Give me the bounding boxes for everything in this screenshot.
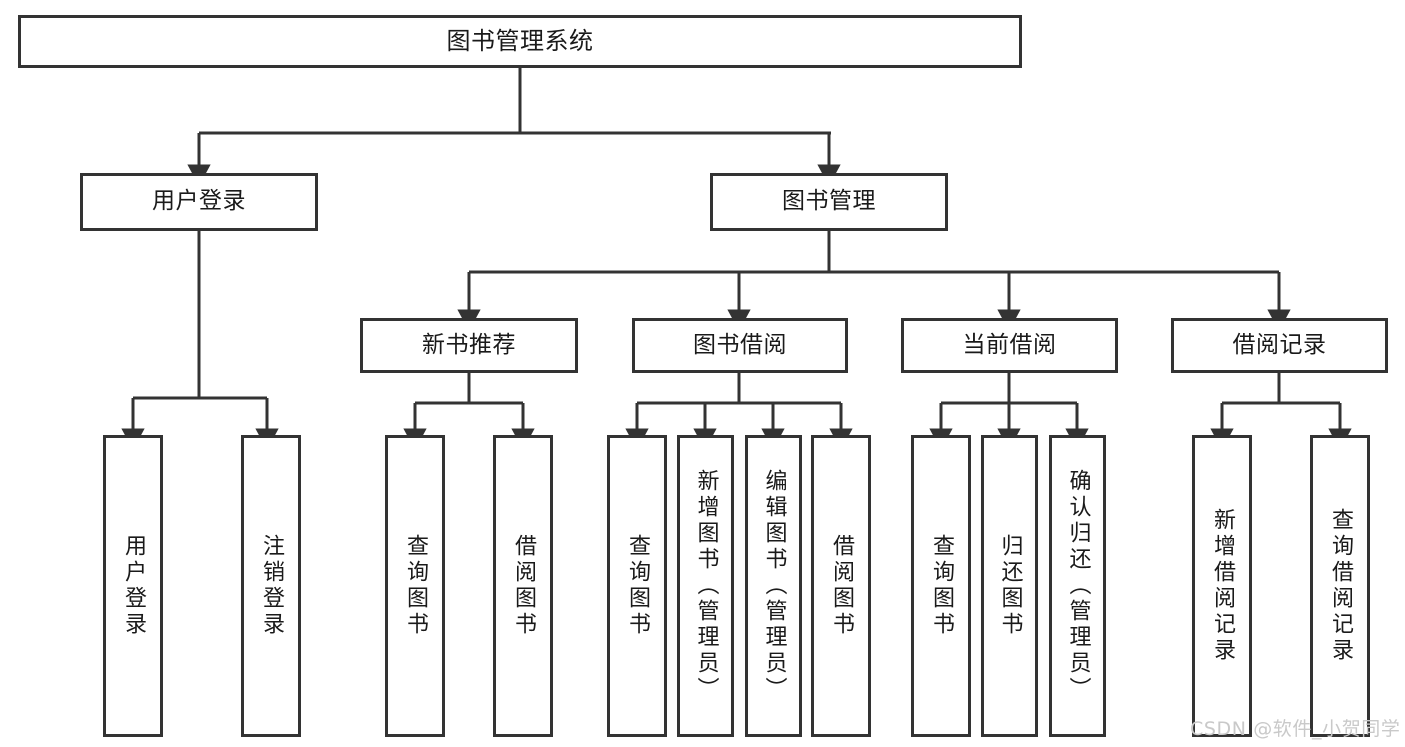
node-borrow-record[interactable]: 借阅记录 bbox=[1171, 318, 1388, 373]
node-leaf-confirm-return-label: 确认归还（管理员） bbox=[1065, 469, 1091, 703]
node-root-book-management-system[interactable]: 图书管理系统 bbox=[18, 15, 1022, 68]
node-leaf-borrow-book-1-label: 借阅图书 bbox=[511, 534, 536, 638]
node-leaf-return-book[interactable]: 归还图书 bbox=[981, 435, 1038, 737]
node-leaf-add-record[interactable]: 新增借阅记录 bbox=[1192, 435, 1252, 737]
node-leaf-query-book-3[interactable]: 查询图书 bbox=[911, 435, 971, 737]
node-book-management-label: 图书管理 bbox=[782, 188, 876, 215]
node-current-borrow[interactable]: 当前借阅 bbox=[901, 318, 1118, 373]
node-leaf-confirm-return[interactable]: 确认归还（管理员） bbox=[1049, 435, 1106, 737]
node-leaf-user-login[interactable]: 用户登录 bbox=[103, 435, 163, 737]
node-leaf-query-record-label: 查询借阅记录 bbox=[1328, 508, 1353, 664]
node-leaf-query-book-1-label: 查询图书 bbox=[403, 534, 428, 638]
node-leaf-query-record[interactable]: 查询借阅记录 bbox=[1310, 435, 1370, 737]
node-leaf-add-book[interactable]: 新增图书（管理员） bbox=[677, 435, 734, 737]
node-leaf-return-book-label: 归还图书 bbox=[997, 534, 1023, 638]
node-leaf-query-book-2[interactable]: 查询图书 bbox=[607, 435, 667, 737]
node-leaf-add-record-label: 新增借阅记录 bbox=[1210, 508, 1235, 664]
node-leaf-add-book-label: 新增图书（管理员） bbox=[693, 469, 719, 703]
node-leaf-borrow-book-1[interactable]: 借阅图书 bbox=[493, 435, 553, 737]
node-leaf-query-book-3-label: 查询图书 bbox=[929, 534, 954, 638]
node-leaf-query-book-2-label: 查询图书 bbox=[625, 534, 650, 638]
node-leaf-edit-book-label: 编辑图书（管理员） bbox=[761, 469, 787, 703]
node-leaf-logout-label: 注销登录 bbox=[259, 534, 284, 638]
node-book-borrow[interactable]: 图书借阅 bbox=[632, 318, 848, 373]
csdn-watermark: CSDN @软件_小贺同学 bbox=[1190, 718, 1401, 740]
node-user-login-label: 用户登录 bbox=[152, 188, 246, 215]
node-new-book-recommend[interactable]: 新书推荐 bbox=[360, 318, 578, 373]
node-leaf-logout[interactable]: 注销登录 bbox=[241, 435, 301, 737]
node-borrow-record-label: 借阅记录 bbox=[1232, 331, 1327, 358]
node-current-borrow-label: 当前借阅 bbox=[962, 331, 1057, 358]
node-user-login[interactable]: 用户登录 bbox=[80, 173, 318, 231]
node-leaf-user-login-label: 用户登录 bbox=[121, 534, 146, 638]
node-book-borrow-label: 图书借阅 bbox=[693, 331, 787, 358]
node-new-book-recommend-label: 新书推荐 bbox=[422, 331, 516, 358]
node-book-management[interactable]: 图书管理 bbox=[710, 173, 948, 231]
node-root-label: 图书管理系统 bbox=[446, 27, 594, 56]
node-leaf-query-book-1[interactable]: 查询图书 bbox=[385, 435, 445, 737]
node-leaf-borrow-book-2-label: 借阅图书 bbox=[829, 534, 854, 638]
node-leaf-edit-book[interactable]: 编辑图书（管理员） bbox=[745, 435, 802, 737]
node-leaf-borrow-book-2[interactable]: 借阅图书 bbox=[811, 435, 871, 737]
